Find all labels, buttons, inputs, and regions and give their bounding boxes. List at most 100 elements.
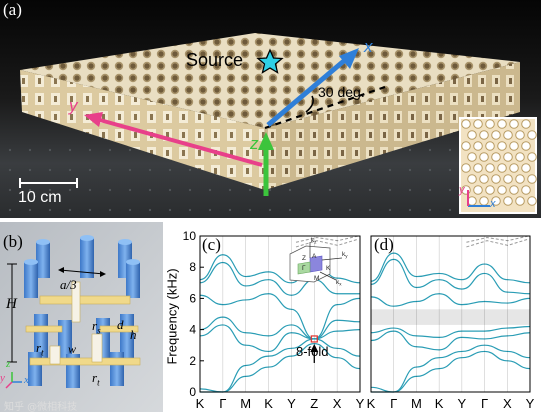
x-tick-label: M <box>411 396 422 411</box>
cylinders <box>24 235 140 388</box>
w-label: w <box>68 342 77 356</box>
inset-hole <box>509 163 519 173</box>
inset-hole <box>485 185 495 195</box>
x-axis-arrow <box>266 58 347 127</box>
bz-label: kz <box>311 237 317 245</box>
plot-frame <box>199 235 361 393</box>
inset-hole <box>515 152 525 162</box>
inset-hole <box>473 185 483 195</box>
d-label: d <box>117 317 124 332</box>
inset-hole <box>503 196 513 206</box>
bz-label: M <box>314 275 319 282</box>
rt-label: rt <box>36 340 44 358</box>
inset-hole <box>461 119 471 129</box>
y-tick-label: 10 <box>183 229 197 243</box>
inset-hole <box>515 174 525 184</box>
inset-hole <box>461 163 471 173</box>
inset-hole <box>467 152 477 162</box>
y-tick-label: 2 <box>189 354 196 368</box>
eightfold-marker <box>310 335 318 343</box>
x-tick-label: Γ <box>390 396 397 411</box>
band-line <box>370 293 531 307</box>
inset-hole <box>491 174 501 184</box>
band-line <box>370 258 531 295</box>
band-line <box>200 343 361 393</box>
band-gap-region <box>371 309 530 325</box>
bz-label: Γ <box>302 265 306 272</box>
inset-hole <box>503 130 513 140</box>
plot-frame <box>370 235 531 393</box>
band-line <box>370 325 531 339</box>
inset-photo <box>459 117 537 214</box>
panel-b: (b) a/3 H rs d h rt w rt y z x <box>0 222 163 412</box>
inset-hole <box>473 163 483 173</box>
x-tick-label: K <box>435 396 444 411</box>
x-tick-label: Y <box>526 396 535 411</box>
x-tick-label: Z <box>310 396 318 411</box>
z-label: z <box>250 134 259 153</box>
inset-hole <box>479 196 489 206</box>
bz-label: kx <box>336 279 342 287</box>
inset-hole <box>497 119 507 129</box>
sample-right-face <box>265 62 520 190</box>
x-tick-label: Γ <box>219 396 226 411</box>
x-tick-label: X <box>333 396 342 411</box>
x-tick-label: Y <box>458 396 467 411</box>
panel-a-photo <box>0 0 541 218</box>
inset-hole <box>479 152 489 162</box>
band-line <box>199 338 361 393</box>
band-line <box>199 254 361 284</box>
sample-top-face <box>20 33 520 128</box>
inset-hole <box>521 119 531 129</box>
h-label: h <box>130 327 137 342</box>
bz-kx-axis <box>319 271 337 281</box>
source-star <box>256 48 284 74</box>
watermark: 知乎 @微相科技 <box>4 402 78 413</box>
inset-hole <box>515 130 525 140</box>
H-label: H <box>6 296 17 312</box>
x-tick-label: Γ <box>481 396 488 411</box>
inset-hole <box>461 141 471 151</box>
upper-band-dashed <box>295 235 359 243</box>
bz-label: A <box>312 253 317 260</box>
band-line <box>370 344 531 393</box>
y-tick-label: 4 <box>189 323 196 337</box>
inset-hole <box>527 130 537 140</box>
bz-label: Z <box>302 255 306 262</box>
inset-hole <box>467 174 477 184</box>
x-label: x <box>364 37 373 56</box>
rs-label: rs <box>92 318 101 336</box>
band-line <box>199 293 361 340</box>
inset-hole <box>485 163 495 173</box>
bz-label: K <box>326 265 331 272</box>
band-line <box>199 261 360 296</box>
inset-hole <box>521 141 531 151</box>
panel-a-label: (a) <box>3 0 22 19</box>
band-line <box>199 324 361 353</box>
inset-hole <box>527 174 537 184</box>
unit-cell-diagram <box>0 222 163 412</box>
band-line <box>199 316 361 340</box>
inset-hole <box>509 141 519 151</box>
upper-band-dashed <box>295 238 359 248</box>
y-tick-label: 6 <box>189 291 196 305</box>
eightfold-arrowhead <box>310 343 319 352</box>
axis-y-label: y <box>0 372 5 384</box>
inset-hole <box>497 185 507 195</box>
source-label: Source <box>186 50 244 70</box>
y-label: y <box>69 96 78 115</box>
eightfold-annotation: 8-fold <box>296 344 329 359</box>
inset-hole <box>503 152 513 162</box>
inset-hole <box>491 130 501 140</box>
inset-hole <box>473 141 483 151</box>
band-line <box>371 350 531 393</box>
inset-hole <box>473 119 483 129</box>
inset-hole <box>479 174 489 184</box>
inset-y-label: y <box>459 184 465 196</box>
inset-hole <box>497 163 507 173</box>
y-tick-label: 0 <box>189 385 196 399</box>
upper-band-dashed <box>466 235 529 243</box>
inset-hole <box>497 141 507 151</box>
